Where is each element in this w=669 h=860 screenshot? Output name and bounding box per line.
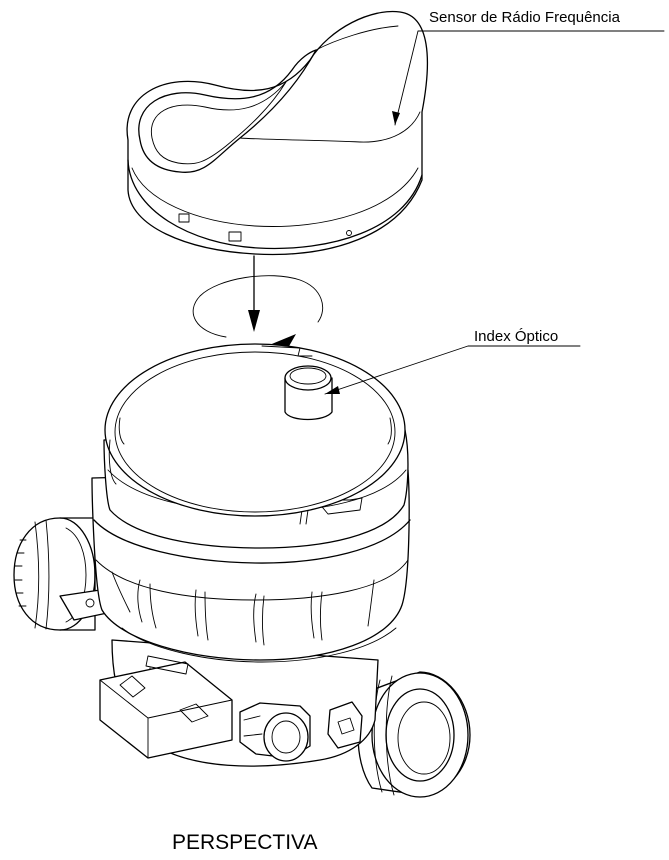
optical-index-leader bbox=[324, 345, 581, 395]
optical-index-label: Index Óptico bbox=[474, 328, 558, 345]
right-threaded-connector bbox=[357, 671, 471, 798]
water-meter-body bbox=[13, 343, 471, 798]
rf-sensor-cap bbox=[126, 10, 429, 256]
assembly-arrow bbox=[192, 255, 323, 348]
optical-index-knob bbox=[284, 365, 333, 421]
rf-sensor-leader bbox=[392, 30, 665, 126]
hex-plug bbox=[239, 702, 311, 762]
view-title: PERSPECTIVA bbox=[172, 831, 317, 854]
rf-sensor-label: Sensor de Rádio Frequência bbox=[429, 9, 621, 26]
